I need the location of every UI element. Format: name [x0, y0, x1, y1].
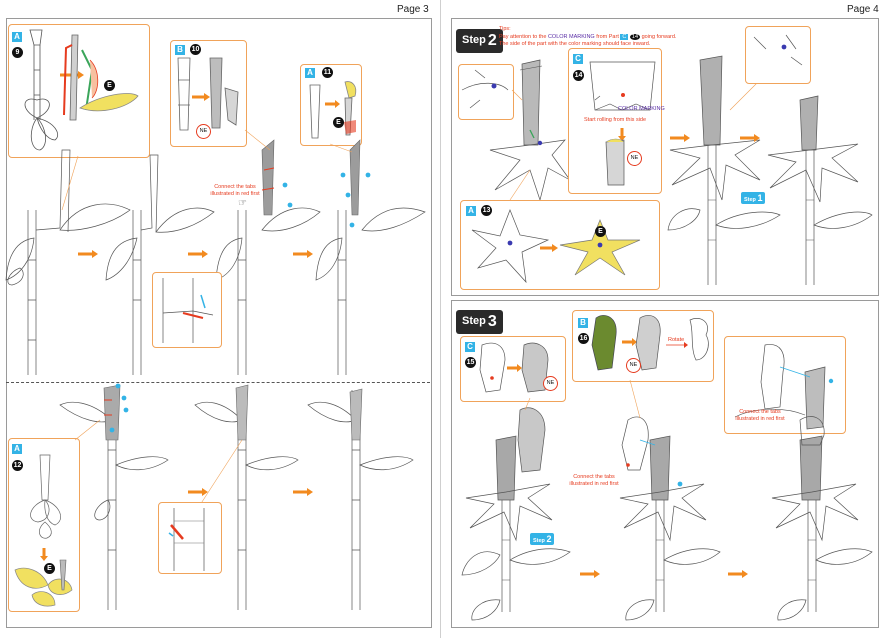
step2-badge-num: 2	[487, 32, 497, 49]
part-letter-c14: C	[573, 54, 583, 64]
callout-a9	[8, 24, 150, 158]
step1-reference-text: Step	[744, 197, 756, 203]
part-number-c15: 15	[465, 357, 476, 368]
marker-e-a9: E	[104, 80, 115, 91]
step3-badge-num: 3	[487, 313, 497, 330]
tips-title: Tips:	[499, 26, 511, 32]
c15-sketch	[479, 342, 549, 393]
step3-badge-text: Step	[462, 315, 486, 327]
part-letter-b16: B	[578, 318, 588, 328]
c14-sketch	[589, 61, 656, 186]
a12-sketch	[14, 383, 414, 610]
pointing-hand-icon: ☞	[238, 198, 247, 209]
page3-top-row-illustrations	[5, 129, 426, 375]
step3-plants	[461, 379, 873, 621]
b16-sketch	[591, 315, 709, 371]
part-number-b10: 10	[190, 44, 201, 55]
tips-color-marking: COLOR MARKING	[547, 33, 595, 40]
part-letter-a13: A	[466, 206, 476, 216]
page3-section-divider	[6, 382, 430, 383]
step2-badge-text: Step	[462, 34, 486, 46]
a9-stem-sketch	[24, 29, 139, 151]
detail-inset-tabs	[152, 272, 222, 348]
connect-note-page3: Connect the tabs illustrated in red firs…	[210, 184, 260, 197]
tips-line1-c: going forward.	[641, 33, 677, 40]
step2-detail-topright	[745, 26, 811, 84]
color-marking-label: COLOR MARKING	[618, 106, 665, 112]
page3-number: Page 3	[397, 4, 429, 15]
marker-e-a13: E	[595, 226, 606, 237]
part-letter-a11: A	[305, 68, 315, 78]
tips-part-num: 14	[629, 33, 641, 40]
connect-note-step3-right: Connect the tabs illustrated in red firs…	[735, 409, 785, 422]
detail-inset-stem	[158, 502, 222, 574]
rotate-label: Rotate	[668, 337, 685, 343]
part-number-a9: 9	[12, 47, 23, 58]
marker-e-a11: E	[333, 117, 344, 128]
part-letter-a9: A	[12, 32, 22, 42]
tips-line1-a: Pay attention to the	[499, 33, 547, 40]
tips-line1-b: from Part	[596, 33, 619, 40]
part-number-b16: 16	[578, 333, 589, 344]
page4-number: Page 4	[847, 4, 879, 15]
step2-right-plants	[667, 55, 873, 285]
page-divider	[440, 0, 441, 638]
tips-line1: Pay attention to the COLOR MARKING from …	[499, 33, 729, 42]
part-number-a12: 12	[12, 460, 23, 471]
part-number-c14: 14	[573, 70, 584, 81]
step2-reference-text: Step	[533, 538, 545, 544]
tips-line2: The side of the part with the color mark…	[499, 41, 651, 47]
step2-star-detail-sketch	[461, 69, 509, 109]
ne-badge-b10: NE	[196, 124, 211, 139]
step1-reference: Step 1	[741, 192, 766, 204]
start-rolling-label: Start rolling from this side	[584, 117, 647, 123]
part-letter-a12: A	[12, 444, 22, 454]
part-number-a11: 11	[322, 67, 333, 78]
ne-badge-c14: NE	[627, 151, 642, 166]
step2-tips: Tips: Pay attention to the COLOR MARKING…	[499, 26, 729, 49]
part-letter-b10: B	[175, 45, 185, 55]
part-number-a13: 13	[481, 205, 492, 216]
step1-reference-num: 1	[757, 193, 763, 203]
a11-sketch	[309, 81, 357, 139]
step2-detail-star	[458, 64, 514, 120]
ne-badge-b16: NE	[626, 358, 641, 373]
ne-badge-c15: NE	[543, 376, 558, 391]
marker-e-a12: E	[44, 563, 55, 574]
tips-part-letter: C	[620, 33, 629, 40]
a13-sketch	[471, 209, 641, 284]
part-letter-c15: C	[465, 342, 475, 352]
step3-detail-right	[724, 336, 846, 434]
step2-reference: Step 2	[530, 533, 555, 545]
b10-sketch	[177, 57, 239, 131]
step2-reference-num: 2	[546, 534, 552, 544]
connect-note-step3-left: Connect the tabs illustrated in red firs…	[569, 474, 619, 487]
